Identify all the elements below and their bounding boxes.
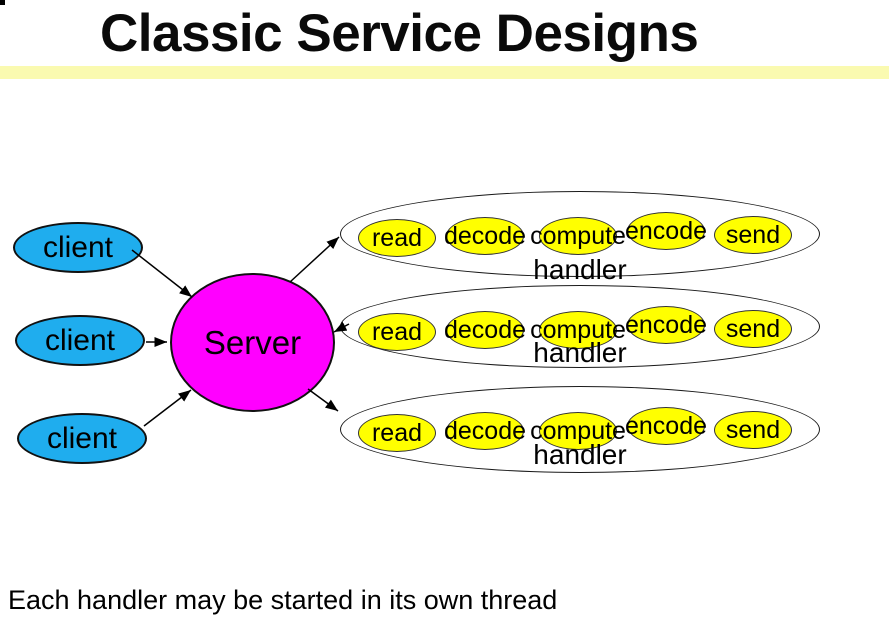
stage-read: read <box>358 313 436 351</box>
stage-send: send <box>714 216 792 254</box>
handler-label: handler <box>533 254 627 285</box>
corner-mark <box>0 0 5 5</box>
stage-label: compute <box>530 221 626 250</box>
server-label: Server <box>203 323 302 361</box>
handler-label: handler <box>533 439 627 470</box>
client-label: client <box>46 421 118 455</box>
stage-label: encode <box>624 411 708 440</box>
arrow-client1-to-server <box>131 249 193 298</box>
stage-label: read <box>371 317 423 346</box>
stage-label: encode <box>624 310 708 339</box>
stage-label: compute <box>530 416 626 445</box>
stage-compute: compute <box>530 412 626 450</box>
stage-compute: compute <box>530 217 626 255</box>
page-title: Classic Service Designs <box>100 4 699 63</box>
stage-label: read <box>371 418 423 447</box>
stage-label: send <box>725 314 781 343</box>
stage-encode: encode <box>624 212 708 250</box>
stage-read: read <box>358 219 436 257</box>
client-node-3: client <box>17 413 147 464</box>
client-label: client <box>44 323 116 357</box>
stage-decode: decode <box>443 412 527 450</box>
server-node: Server <box>170 273 335 412</box>
title-underline-bar <box>0 66 889 79</box>
stage-label: decode <box>443 221 527 250</box>
client-node-1: client <box>13 222 143 273</box>
stage-label: decode <box>443 416 527 445</box>
handler-group-3: read decode compute encode send handler <box>340 386 820 473</box>
client-node-2: client <box>15 315 145 366</box>
stage-label: read <box>371 223 423 252</box>
stage-encode: encode <box>624 306 708 344</box>
stage-read: read <box>358 414 436 452</box>
stage-decode: decode <box>443 217 527 255</box>
stage-send: send <box>714 310 792 348</box>
stage-label: send <box>725 415 781 444</box>
arrow-server-to-handler1 <box>289 236 340 283</box>
stage-label: encode <box>624 216 708 245</box>
arrow-server-to-handler3 <box>307 388 339 412</box>
stage-compute: compute <box>530 311 626 349</box>
stage-label: compute <box>530 315 626 344</box>
client-label: client <box>42 230 114 264</box>
stage-encode: encode <box>624 407 708 445</box>
arrow-client3-to-server <box>143 389 192 427</box>
stage-label: decode <box>443 315 527 344</box>
stage-send: send <box>714 411 792 449</box>
handler-label: handler <box>533 337 627 368</box>
footer-note: Each handler may be started in its own t… <box>8 585 558 615</box>
stage-decode: decode <box>443 311 527 349</box>
handler-group-2: read decode compute encode send handler <box>340 285 820 368</box>
stage-label: send <box>725 220 781 249</box>
handler-group-1: read decode compute encode send handler <box>340 191 820 284</box>
